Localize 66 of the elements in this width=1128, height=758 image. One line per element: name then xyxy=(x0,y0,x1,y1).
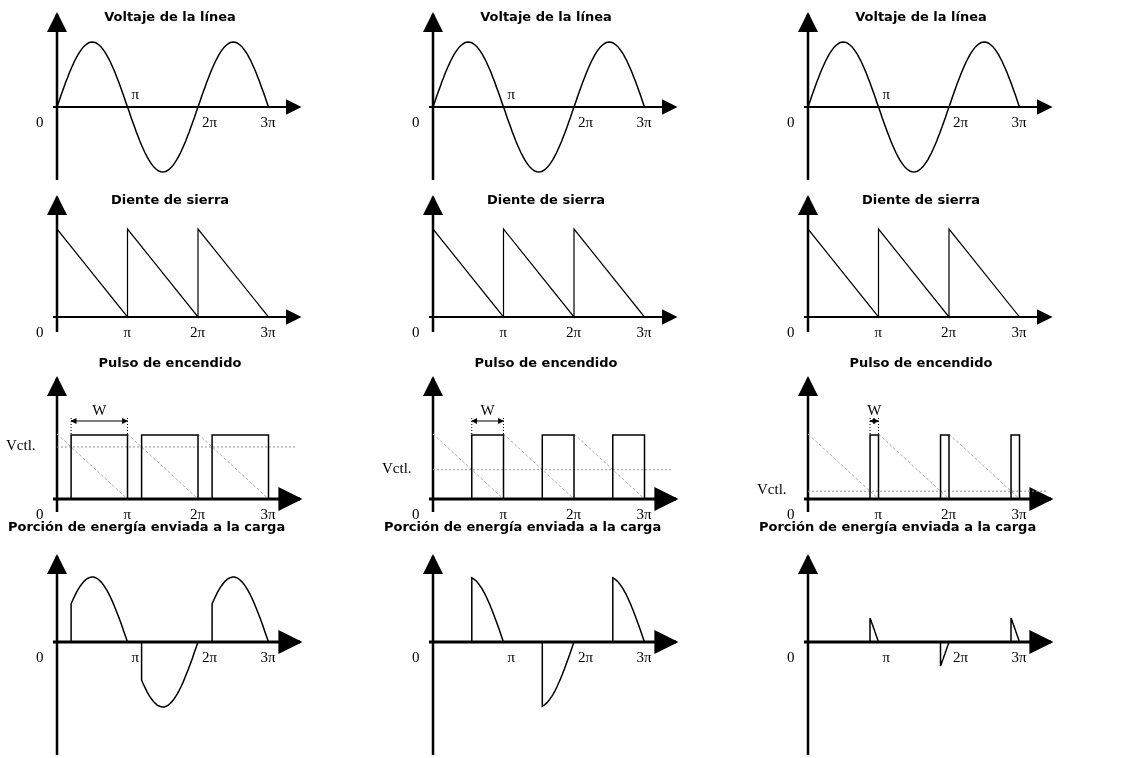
axis-tick-label: 3π xyxy=(260,325,276,340)
axis-tick-label: π xyxy=(131,87,140,102)
axis-tick-label: 3π xyxy=(260,507,276,522)
axis-tick-label: 2π xyxy=(953,650,969,665)
chart-title: Pulso de encendido xyxy=(98,356,242,369)
axis-tick-label: 2π xyxy=(941,507,957,522)
axis-tick-label: 0 xyxy=(36,507,44,522)
axis-tick-label: 3π xyxy=(260,115,276,130)
axis-tick-label: π xyxy=(131,650,140,665)
axis-tick-label: π xyxy=(499,325,508,340)
level-label: Vctl. xyxy=(382,460,412,476)
level-label: Vctl. xyxy=(6,438,36,453)
level-label: Vctl. xyxy=(757,482,787,498)
axis-tick-label: 3π xyxy=(1011,325,1027,340)
axis-tick-label: 0 xyxy=(412,507,420,522)
axis-tick-label: 3π xyxy=(1011,115,1027,130)
chart-title: Porción de energía enviada a la carga xyxy=(8,520,286,533)
axis-tick-label: π xyxy=(882,650,891,665)
axis-tick-label: 2π xyxy=(190,507,206,522)
axis-tick-label: 3π xyxy=(636,507,652,522)
axis-tick-label: 2π xyxy=(566,507,582,522)
axis-tick-label: 3π xyxy=(260,650,276,665)
axis-tick-label: π xyxy=(123,507,132,522)
axis-tick-label: π xyxy=(123,325,132,340)
chart-title: Pulso de encendido xyxy=(849,356,993,369)
chart-title: Diente de sierra xyxy=(110,193,230,206)
axis-tick-label: 0 xyxy=(412,325,420,340)
axis-tick-label: 2π xyxy=(953,115,969,130)
axis-tick-label: 0 xyxy=(36,115,44,130)
axis-tick-label: 3π xyxy=(636,650,652,665)
axis-tick-label: 0 xyxy=(787,507,795,522)
chart-title: Porción de energía enviada a la carga xyxy=(384,520,662,533)
axis-tick-label: π xyxy=(507,87,516,102)
axis-tick-label: π xyxy=(874,325,883,340)
dimension-label: W xyxy=(480,403,495,418)
chart-title: Voltaje de la línea xyxy=(855,10,987,23)
axis-tick-label: 0 xyxy=(412,115,420,130)
dimension-label: W xyxy=(92,403,107,418)
chart-title: Voltaje de la línea xyxy=(480,10,612,23)
axis-tick-label: π xyxy=(499,507,508,522)
chart-title: Voltaje de la línea xyxy=(104,10,236,23)
axis-tick-label: 2π xyxy=(190,325,206,340)
chart-title: Diente de sierra xyxy=(861,193,981,206)
axis-tick-label: 0 xyxy=(36,650,44,665)
axis-tick-label: 3π xyxy=(1011,650,1027,665)
dimension-label: W xyxy=(867,403,882,418)
axis-tick-label: 2π xyxy=(578,650,594,665)
axis-tick-label: π xyxy=(507,650,516,665)
axis-tick-label: 2π xyxy=(202,115,218,130)
axis-tick-label: 3π xyxy=(636,325,652,340)
chart-title: Pulso de encendido xyxy=(474,356,618,369)
chart-title: Porción de energía enviada a la carga xyxy=(759,520,1037,533)
axis-tick-label: π xyxy=(874,507,883,522)
axis-tick-label: 3π xyxy=(636,115,652,130)
axis-tick-label: 0 xyxy=(787,650,795,665)
axis-tick-label: 0 xyxy=(36,325,44,340)
axis-tick-label: 3π xyxy=(1011,507,1027,522)
axis-tick-label: 2π xyxy=(941,325,957,340)
axis-tick-label: 2π xyxy=(578,115,594,130)
axis-tick-label: 2π xyxy=(566,325,582,340)
chart-title: Diente de sierra xyxy=(486,193,606,206)
axis-tick-label: π xyxy=(882,87,891,102)
axis-tick-label: 0 xyxy=(787,325,795,340)
axis-tick-label: 2π xyxy=(202,650,218,665)
axis-tick-label: 0 xyxy=(412,650,420,665)
axis-tick-label: 0 xyxy=(787,115,795,130)
